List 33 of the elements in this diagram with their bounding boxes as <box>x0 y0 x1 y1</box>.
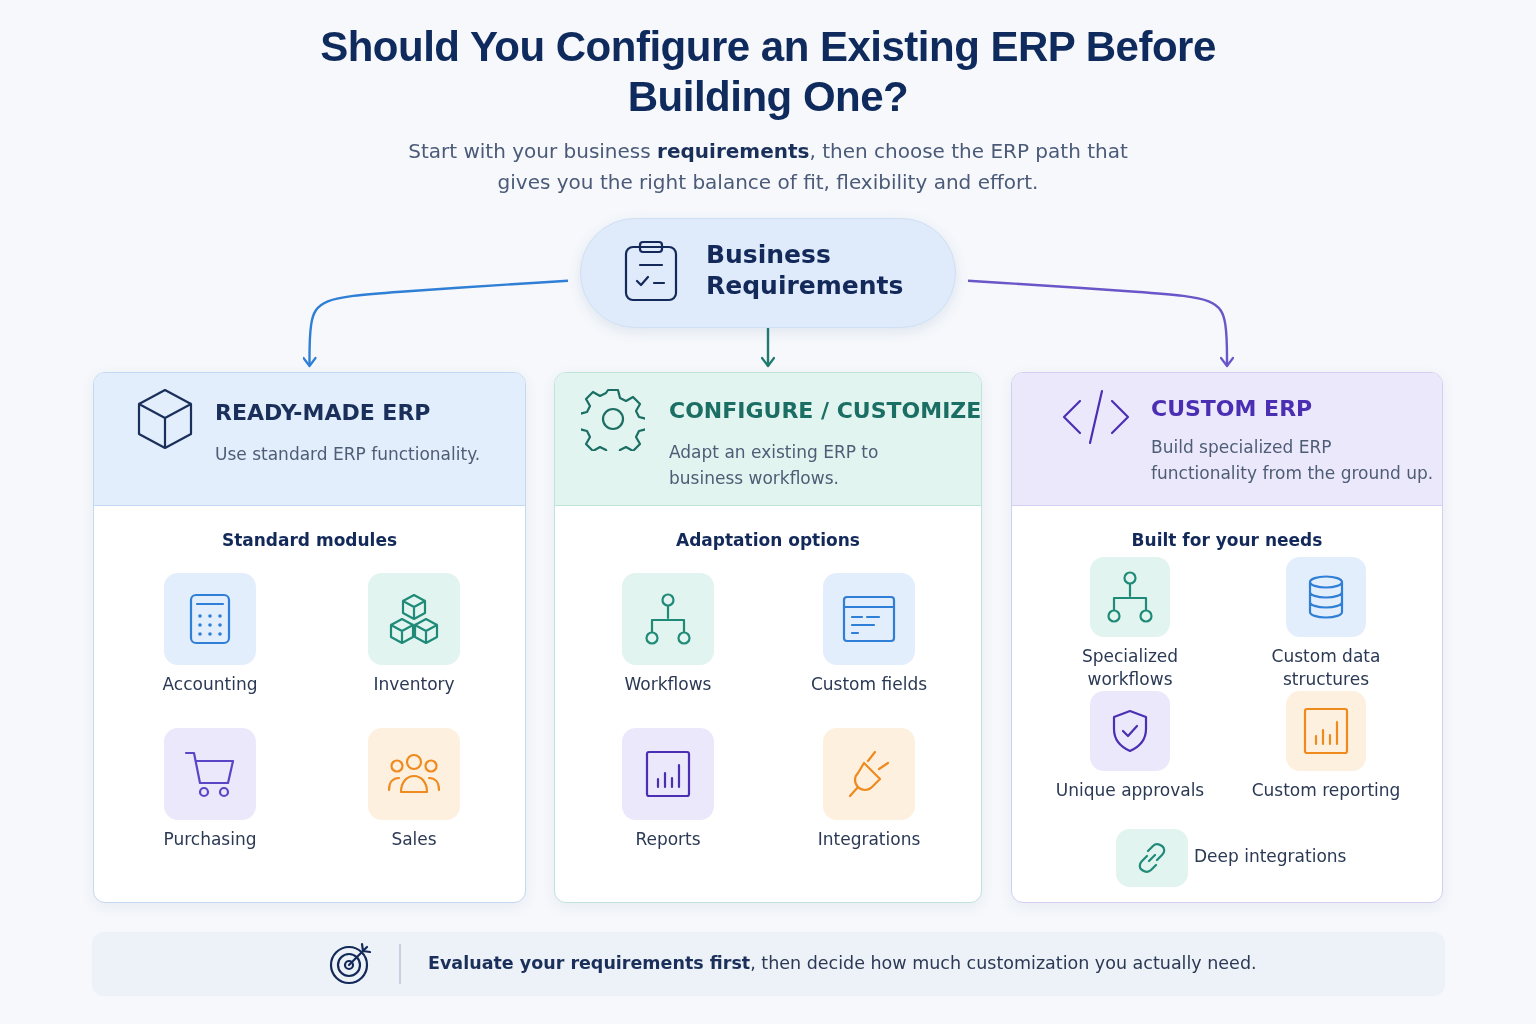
panel-title: CUSTOM ERP <box>1151 395 1313 423</box>
arrow <box>760 328 776 368</box>
panel-title: READY-MADE ERP <box>215 399 431 427</box>
subtitle: Start with your business requirements, then choose the ERP path that gives you the right balance of fit, flexibility and effort. <box>407 138 1129 196</box>
option-panel <box>1011 372 1443 903</box>
tip-text: Evaluate your requirements first, then decide how much customization you actually need. <box>428 952 1257 975</box>
item-label: Deep integrations <box>1194 845 1347 868</box>
panel-description: Use standard ERP functionality. <box>215 443 482 466</box>
panel-description: Build specialized ERP functionality from the ground up. <box>1151 436 1435 485</box>
item-label: Integrations <box>816 828 922 851</box>
node-title: Business Requirements <box>706 239 905 301</box>
item-label: Accounting <box>161 673 259 696</box>
item-label: Custom data structures <box>1270 645 1382 691</box>
item-label: Sales <box>390 828 438 851</box>
option-panel <box>554 372 982 903</box>
section-heading: Standard modules <box>220 529 399 551</box>
item-label: Inventory <box>372 673 456 696</box>
panel-title: CONFIGURE / CUSTOMIZE <box>669 397 982 425</box>
item-label: Custom fields <box>809 673 929 696</box>
arrow <box>967 279 1235 368</box>
tip-banner <box>92 932 1445 996</box>
diagram-title: Should You Configure an Existing ERP Before Building One? <box>319 22 1217 122</box>
arrow <box>302 279 569 368</box>
item-label: Specialized workflows <box>1080 645 1180 691</box>
item-label: Purchasing <box>162 828 258 851</box>
item-label: Workflows <box>623 673 713 696</box>
panel-description: Adapt an existing ERP to business workflows. <box>669 441 880 490</box>
section-heading: Built for your needs <box>1130 529 1324 551</box>
option-panel <box>93 372 526 903</box>
item-label: Custom reporting <box>1250 779 1402 802</box>
section-heading: Adaptation options <box>675 529 861 551</box>
item-label: Reports <box>634 828 702 851</box>
item-label: Unique approvals <box>1054 779 1206 802</box>
